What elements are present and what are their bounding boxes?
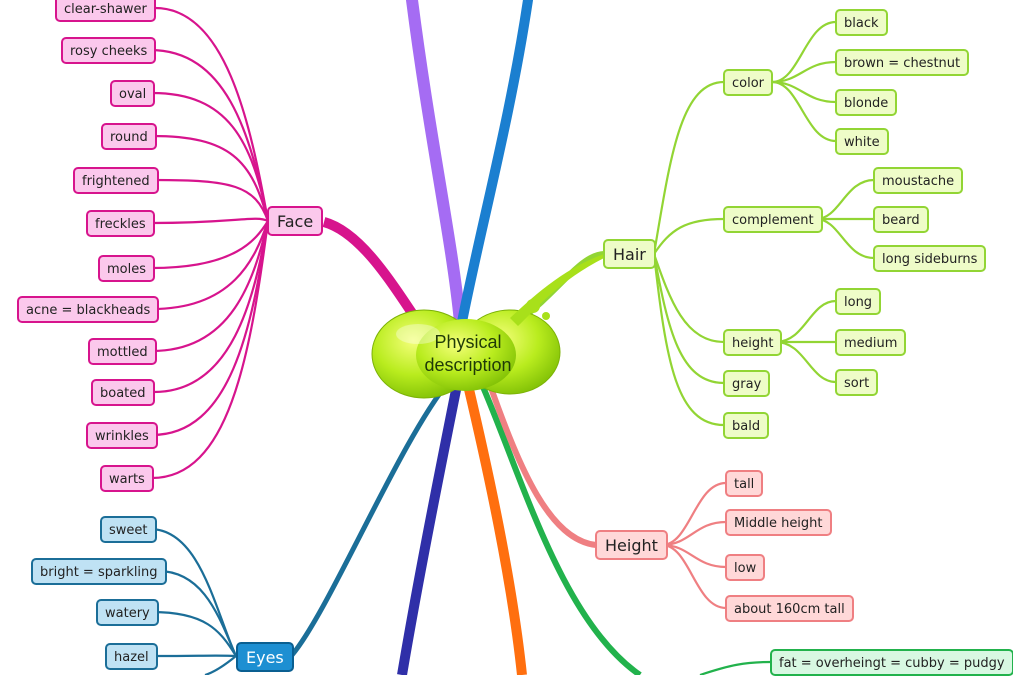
height-item[interactable]: about 160cm tall bbox=[725, 595, 854, 622]
height-item[interactable]: tall bbox=[725, 470, 764, 497]
eyes-item[interactable]: hazel bbox=[105, 643, 158, 670]
face-item[interactable]: mottled bbox=[88, 338, 157, 365]
hair-height-topic[interactable]: height bbox=[723, 329, 783, 356]
indigo-branch bbox=[397, 379, 463, 675]
face-item[interactable]: round bbox=[101, 123, 157, 150]
hair-bald[interactable]: bald bbox=[723, 412, 770, 439]
hair-gray[interactable]: gray bbox=[723, 370, 771, 397]
face-item[interactable]: moles bbox=[98, 255, 155, 282]
face-item[interactable]: rosy cheeks bbox=[61, 37, 157, 64]
hair-height-item[interactable]: sort bbox=[835, 369, 879, 396]
hair-color-item[interactable]: black bbox=[835, 9, 888, 36]
hair-color-item[interactable]: blonde bbox=[835, 89, 898, 116]
height-topic[interactable]: Height bbox=[595, 530, 668, 560]
hair-connectors bbox=[652, 20, 875, 427]
face-item[interactable]: boated bbox=[91, 379, 155, 406]
hair-topic[interactable]: Hair bbox=[603, 239, 656, 269]
face-connectors bbox=[149, 6, 270, 480]
build-connectors bbox=[699, 660, 772, 675]
eyes-topic[interactable]: Eyes bbox=[236, 642, 294, 672]
central-topic-line-2: description bbox=[424, 355, 512, 375]
height-connectors bbox=[661, 481, 727, 610]
hair-height-item[interactable]: medium bbox=[835, 329, 907, 356]
hair-color-item[interactable]: brown = chestnut bbox=[835, 49, 970, 76]
face-item[interactable]: wrinkles bbox=[86, 422, 158, 449]
eyes-item[interactable]: watery bbox=[96, 599, 159, 626]
build-branch bbox=[477, 378, 642, 675]
face-item[interactable]: freckles bbox=[86, 210, 155, 237]
hair-color-topic[interactable]: color bbox=[723, 69, 774, 96]
height-item[interactable]: low bbox=[725, 554, 766, 581]
height-item[interactable]: Middle height bbox=[725, 509, 832, 536]
eyes-connectors bbox=[149, 527, 238, 675]
face-item[interactable]: frightened bbox=[73, 167, 159, 194]
face-item[interactable]: oval bbox=[110, 80, 156, 107]
hair-complement-item[interactable]: long sideburns bbox=[873, 245, 987, 272]
build-item[interactable]: fat = overheingt = cubby = pudgy bbox=[770, 649, 1013, 676]
hair-color-item[interactable]: white bbox=[835, 128, 889, 155]
eyes-item[interactable]: sweet bbox=[100, 516, 157, 543]
blue-branch bbox=[457, 0, 533, 327]
central-topic[interactable]: Physical description bbox=[383, 320, 553, 388]
orange-branch bbox=[463, 383, 527, 675]
hair-complement-topic[interactable]: complement bbox=[723, 206, 823, 233]
face-topic[interactable]: Face bbox=[267, 206, 324, 236]
hair-height-item[interactable]: long bbox=[835, 288, 882, 315]
central-topic-shape bbox=[371, 254, 604, 399]
hair-complement-item[interactable]: moustache bbox=[873, 167, 964, 194]
face-item[interactable]: clear-shawer bbox=[55, 0, 156, 22]
eyes-main-branch bbox=[290, 378, 452, 657]
face-item[interactable]: warts bbox=[100, 465, 154, 492]
eyes-item[interactable]: bright = sparkling bbox=[31, 558, 167, 585]
face-main-branch bbox=[322, 217, 425, 328]
hair-complement-item[interactable]: beard bbox=[873, 206, 929, 233]
central-topic-line-1: Physical bbox=[434, 332, 502, 352]
height-main-branch bbox=[487, 384, 597, 548]
face-item[interactable]: acne = blackheads bbox=[17, 296, 160, 323]
purple-branch bbox=[406, 0, 466, 328]
